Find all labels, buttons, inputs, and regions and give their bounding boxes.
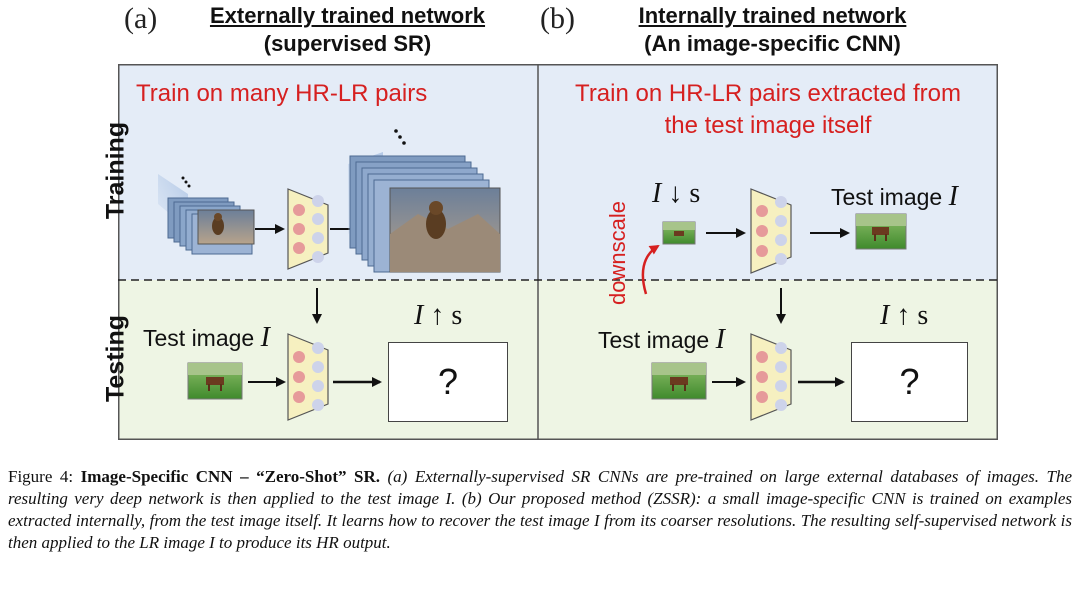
panel-a-test-label-text: Test image <box>143 325 255 351</box>
panel-a-output-var: I <box>414 300 424 331</box>
test-image-b-train <box>855 213 907 250</box>
panel-a-output-box: ? <box>388 342 508 422</box>
panel-b-downscaled-math: I ↓ s <box>652 178 700 210</box>
test-image-b <box>651 362 707 400</box>
figure-caption: Figure 4: Image-Specific CNN – “Zero-Sho… <box>8 466 1072 554</box>
test-image-a <box>187 362 243 400</box>
caption-figure-number: Figure 4: <box>8 467 74 486</box>
network-b-train <box>750 188 792 274</box>
panel-b-title-line2: (An image-specific CNN) <box>644 31 901 56</box>
network-a-test <box>287 333 329 421</box>
panel-a-output-math: I ↑ s <box>414 300 462 332</box>
panel-b-train-test-label-var: I <box>948 181 958 212</box>
panel-a-test-label: Test image I <box>143 322 270 354</box>
row-label-training: Training <box>101 121 130 220</box>
panel-a-title-line2: (supervised SR) <box>263 31 432 56</box>
panel-b-training-text: Train on HR-LR pairs extracted from the … <box>538 78 998 142</box>
panel-a-training-text: Train on many HR-LR pairs <box>136 80 428 107</box>
panel-a-title-line1: Externally trained network <box>209 3 486 28</box>
panel-b-test-label: Test image I <box>598 324 725 356</box>
panel-b-training-text-line1: Train on HR-LR pairs extracted from <box>575 80 961 107</box>
row-label-testing: Testing <box>101 314 130 403</box>
panel-b-train-test-label-text: Test image <box>831 184 943 210</box>
caption-part-b: (b) Our proposed method (ZSSR): a small … <box>8 489 1072 552</box>
panel-b-test-label-var: I <box>715 324 725 355</box>
panel-b-training-text-line2: the test image itself <box>664 112 872 139</box>
hr-image-stack <box>348 129 501 273</box>
panel-b-output-var: I <box>880 300 890 331</box>
panel-b-output-box: ? <box>851 342 968 422</box>
panel-b-title: Internally trained network (An image-spe… <box>595 2 950 58</box>
downscaled-image <box>662 221 696 245</box>
panel-b-output-op: ↑ s <box>896 300 929 331</box>
panel-b-title-line1: Internally trained network <box>638 3 907 28</box>
panel-b-downscaled-op: ↓ s <box>668 178 701 209</box>
lr-image-stack <box>158 174 255 255</box>
panel-a-title: Externally trained network (supervised S… <box>175 2 520 58</box>
panel-a-test-label-var: I <box>260 322 270 353</box>
downscale-label: downscale <box>605 201 630 305</box>
panel-b-downscaled-var: I <box>652 178 662 209</box>
caption-bold-title: Image-Specific CNN – “Zero-Shot” SR. <box>80 467 380 486</box>
network-b-test <box>750 333 792 421</box>
panel-a-letter: (a) <box>124 2 158 35</box>
caption-part-a: (a) Externally-supervised SR CNNs are pr… <box>8 467 1073 508</box>
panel-b-train-test-label: Test image I <box>831 181 958 213</box>
diagram: Training Testing Train on many HR-LR pai… <box>102 64 998 440</box>
panel-b-output-math: I ↑ s <box>880 300 928 332</box>
panel-b-test-label-text: Test image <box>598 327 710 353</box>
panel-a-output-op: ↑ s <box>430 300 463 331</box>
panel-b-letter: (b) <box>540 2 575 35</box>
network-a-train <box>287 188 329 270</box>
